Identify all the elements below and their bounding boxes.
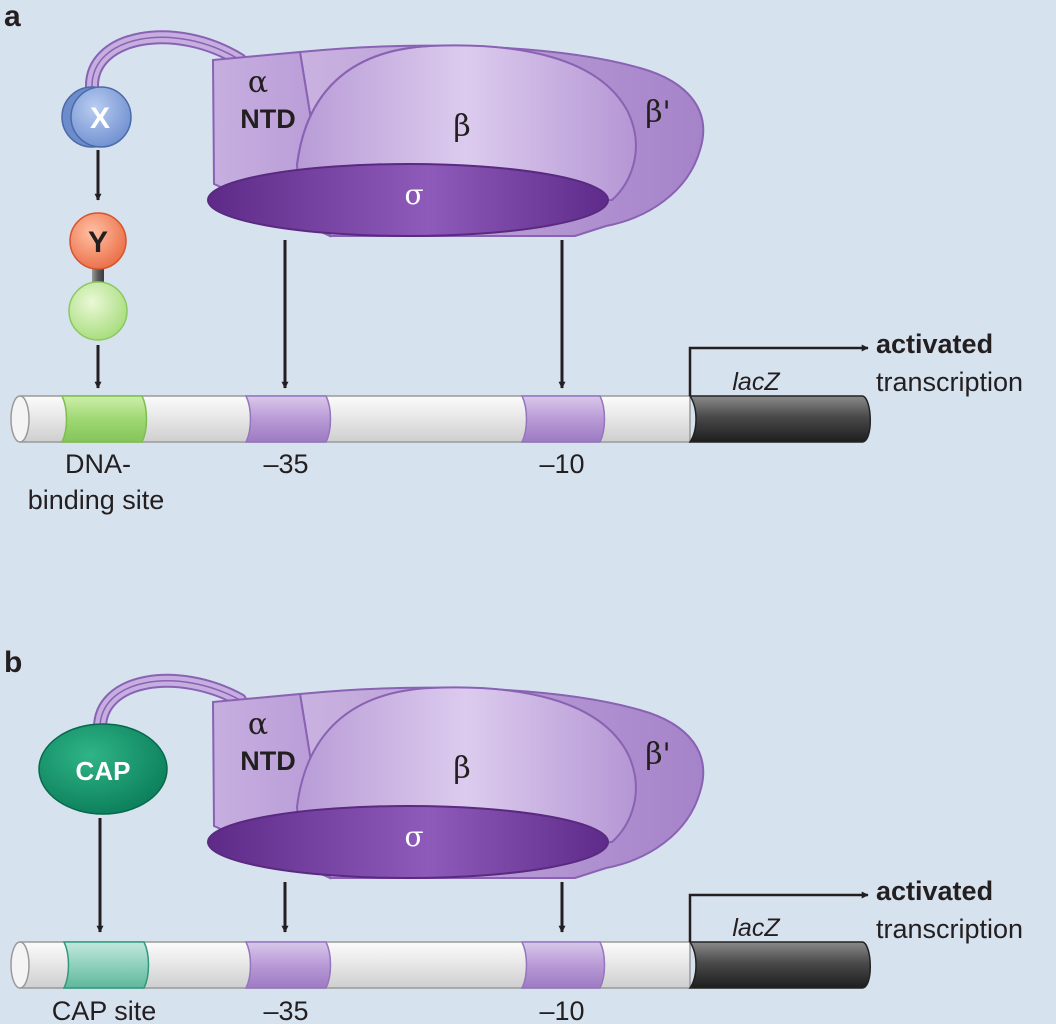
beta-prime-label: β'	[645, 95, 671, 130]
minus10-element	[520, 395, 606, 443]
minus10-label-b: –10	[539, 996, 584, 1024]
transcription-start-arrow	[688, 344, 869, 396]
ntd-label-b: NTD	[240, 746, 296, 776]
activated-label-b: activated	[876, 876, 993, 906]
rna-polymerase-b: α NTD β β' σ	[207, 686, 705, 880]
beta-label: β	[453, 109, 470, 144]
minus10-element-b	[520, 941, 606, 989]
alpha-label-b: α	[248, 707, 268, 742]
panel-a-label: a	[4, 0, 21, 33]
rna-polymerase: α NTD β β' σ	[207, 44, 705, 238]
panel-b: b α NTD β β' σ CAP	[4, 646, 1023, 1024]
protein-x: X	[61, 86, 132, 148]
binding-site-label-line2: binding site	[28, 485, 165, 515]
minus35-label-b: –35	[263, 996, 308, 1024]
lacz-gene-b	[688, 941, 871, 989]
sigma-label: σ	[404, 178, 423, 211]
sigma-label-b: σ	[404, 820, 423, 853]
protein-y	[69, 212, 127, 270]
minus35-element	[244, 395, 332, 443]
transcription-start-arrow-b	[688, 891, 869, 942]
minus35-label: –35	[263, 449, 308, 479]
cap-site-element	[62, 941, 150, 989]
alpha-ctd-linker	[84, 30, 247, 95]
sigma-subunit	[207, 163, 609, 237]
cap-label: CAP	[76, 756, 131, 786]
protein-y-fusion: Y	[68, 212, 128, 341]
beta-subunit-edge	[296, 45, 431, 166]
ntd-label: NTD	[240, 104, 296, 134]
dna-strand	[10, 395, 871, 443]
alpha-label: α	[248, 65, 268, 100]
panel-a: a α NTD β β' σ X	[4, 0, 1023, 515]
transcription-label: transcription	[876, 367, 1023, 397]
dna-binding-site-element	[60, 395, 148, 443]
gene-label-b: lacZ	[732, 914, 780, 942]
alpha-ctd-linker-b	[92, 673, 247, 737]
protein-y-label: Y	[88, 226, 108, 259]
beta-label-b: β	[453, 751, 470, 786]
cap-protein: CAP	[38, 723, 168, 815]
beta-prime-label-b: β'	[645, 737, 671, 772]
protein-x-label: X	[90, 102, 110, 135]
transcription-label-b: transcription	[876, 914, 1023, 944]
minus35-element-b	[244, 941, 332, 989]
panel-b-label: b	[4, 646, 22, 679]
gene-label: lacZ	[732, 368, 780, 396]
dna-strand-b	[10, 941, 871, 989]
sigma-subunit-b	[207, 805, 609, 879]
cap-site-label: CAP site	[52, 996, 157, 1024]
lacz-gene	[688, 395, 871, 443]
binding-site-label-line1: DNA-	[65, 449, 131, 479]
activated-label: activated	[876, 329, 993, 359]
dna-binding-domain	[68, 281, 128, 341]
minus10-label: –10	[539, 449, 584, 479]
beta-subunit-b	[295, 686, 637, 846]
